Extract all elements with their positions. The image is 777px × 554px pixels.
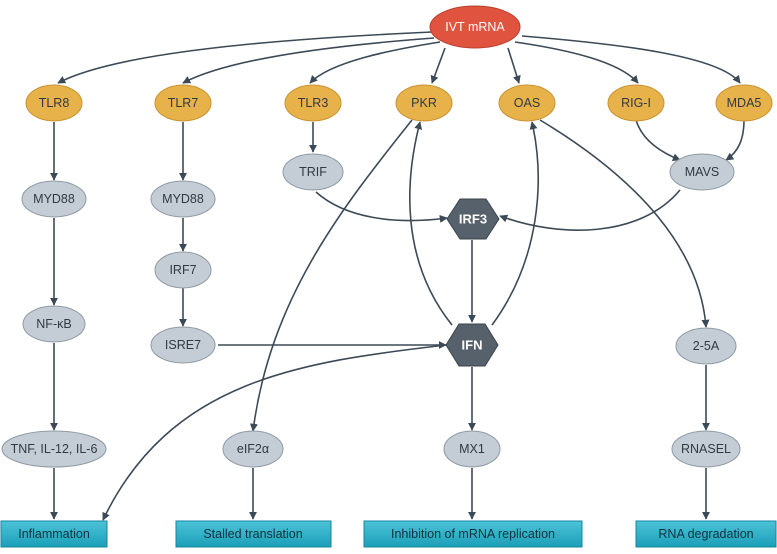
tnf-node: TNF, IL-12, IL-6 [1,430,107,468]
myd88-tlr8-label: MYD88 [33,192,75,206]
stalled-translation-label: Stalled translation [203,527,302,541]
trif-node: TRIF [282,153,344,191]
nfkb-node: NF-κB [22,305,86,343]
ivt-mrna-node: IVT mRNA [429,5,521,49]
irf3-node: IRF3 [446,198,500,240]
inhibition-box: Inhibition of mRNA replication [363,520,583,548]
rnasel-label: RNASEL [681,442,731,456]
irf7-node: IRF7 [154,251,212,289]
mavs-node: MAVS [669,153,735,191]
twofivea-label: 2-5A [693,339,720,353]
myd88-tlr7-node: MYD88 [150,180,216,218]
arrow-ivt-rigi [514,41,639,84]
mda5-node: MDA5 [715,84,773,122]
myd88-tlr8-node: MYD88 [21,180,87,218]
mx1-node: MX1 [443,430,501,468]
arrow-trif-irf3 [315,191,448,223]
isre7-label: ISRE7 [165,338,201,352]
rna-degradation-box: RNA degradation [635,520,777,548]
eif2a-node: eIF2α [222,430,284,468]
receptor-nodes: TLR8 TLR7 TLR3 PKR OAS RIG-I MDA5 [25,84,773,122]
arrows [50,31,745,521]
myd88-tlr7-label: MYD88 [162,192,204,206]
arrow-ifn-inflammation [102,344,447,521]
arrow-ivt-mda5 [521,35,741,84]
trif-label: TRIF [299,165,327,179]
mavs-label: MAVS [685,165,720,179]
nfkb-label: NF-κB [36,317,71,331]
irf3-label: IRF3 [459,212,487,227]
oas-node: OAS [498,84,556,122]
stalled-translation-box: Stalled translation [175,520,332,548]
hub-nodes: IRF3 IFN [445,198,500,367]
inflammation-label: Inflammation [18,527,90,541]
arrow-ivt-pkr [430,47,446,84]
rna-degradation-label: RNA degradation [658,527,753,541]
eif2a-label: eIF2α [237,442,269,456]
irf7-label: IRF7 [169,263,196,277]
oas-label: OAS [514,96,540,110]
isre7-node: ISRE7 [150,326,216,364]
inhibition-label: Inhibition of mRNA replication [391,527,555,541]
tlr3-label: TLR3 [298,96,329,110]
tlr7-node: TLR7 [154,84,212,122]
arrow-mda5-mavs [725,119,745,161]
arrow-pkr-eif2a [249,119,413,432]
arrow-rigi-mavs [635,119,681,162]
rnasel-node: RNASEL [671,430,741,468]
arrow-ivt-tlr3 [309,41,441,84]
tlr8-node: TLR8 [25,84,83,122]
pkr-node: PKR [395,84,453,122]
arrow-ifn-pkr [409,121,453,326]
twofivea-node: 2-5A [675,327,737,365]
ifn-label: IFN [462,338,483,353]
tlr3-node: TLR3 [284,84,342,122]
ivt-mrna-label: IVT mRNA [445,20,505,34]
arrow-ivt-tlr7 [182,37,435,84]
tlr7-label: TLR7 [168,96,199,110]
arrow-ivt-tlr8 [57,31,433,84]
tnf-label: TNF, IL-12, IL-6 [11,442,98,456]
mda5-label: MDA5 [727,96,762,110]
mx1-label: MX1 [459,442,485,456]
outcome-boxes: Inflammation Stalled translation Inhibit… [0,520,777,548]
tlr8-label: TLR8 [39,96,70,110]
rigi-label: RIG-I [621,96,651,110]
rigi-node: RIG-I [607,84,665,122]
ifn-node: IFN [445,323,499,367]
intermediate-nodes: MYD88 MYD88 TRIF MAVS IRF7 NF-κB ISRE7 [1,153,741,468]
pkr-label: PKR [411,96,437,110]
arrow-ifn-oas [491,121,539,326]
arrow-oas-25a [539,119,710,328]
arrow-mavs-irf3 [499,189,681,231]
arrow-ivt-oas [507,47,521,84]
inflammation-box: Inflammation [0,520,108,548]
